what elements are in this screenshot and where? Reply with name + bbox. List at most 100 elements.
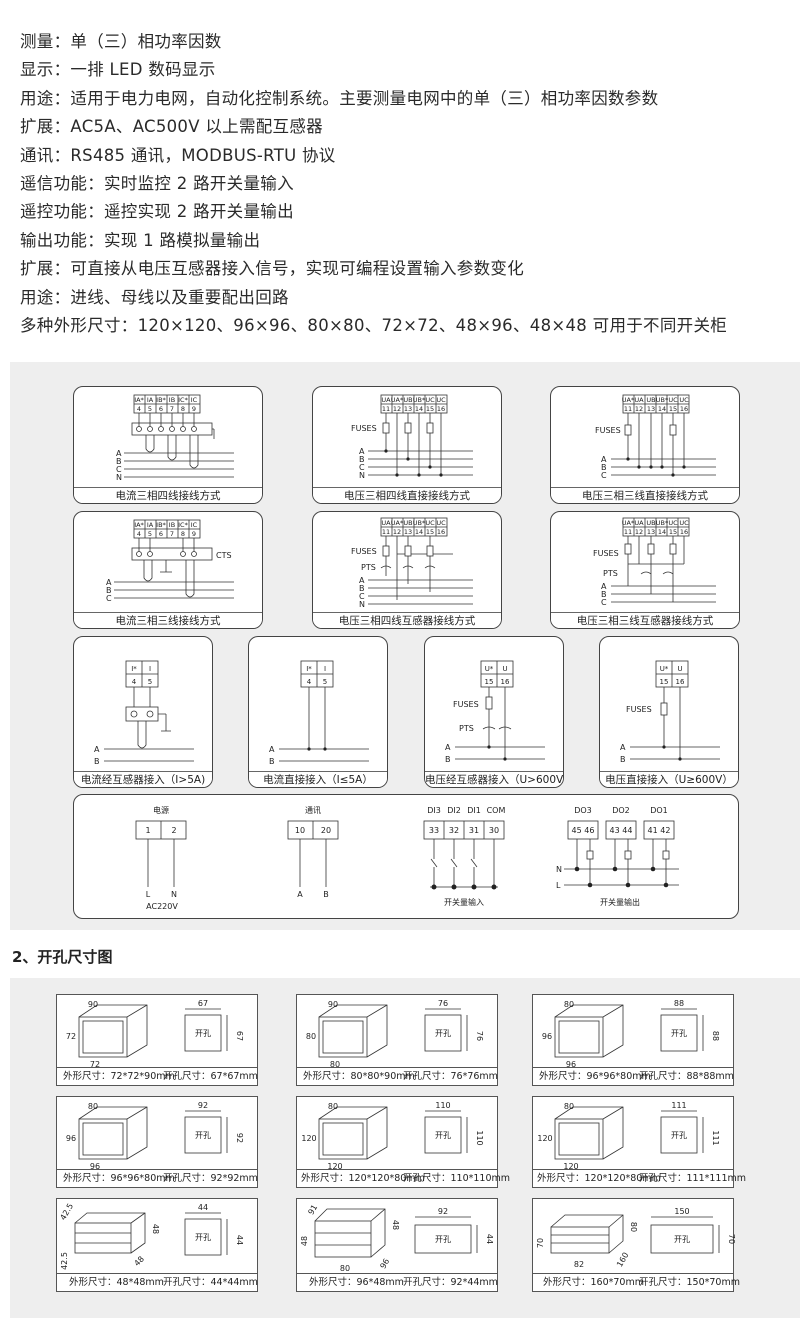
dim-depth-2: 42.5 <box>60 1252 69 1270</box>
term-name: UB <box>646 396 655 404</box>
term-name: UB* <box>656 396 669 404</box>
spec-line: 遥控功能：遥控实现 2 路开关量输出 <box>20 202 294 222</box>
dim-width: 72 <box>90 1060 100 1069</box>
di-caption: 开关量输入 <box>444 897 484 907</box>
phase-label: B <box>269 757 275 766</box>
term-name: UB* <box>413 519 426 527</box>
voltage-3p3w-pt-drawing: UA* UA UB UB* UC UC 11 12 13 14 15 16 FU… <box>593 517 716 607</box>
outer-size: 外形尺寸：96*48mm <box>309 1277 404 1288</box>
hole-width: 111 <box>671 1101 686 1110</box>
phase-label: B <box>620 755 626 764</box>
hole-size: 开孔尺寸：92*92mm <box>163 1173 258 1184</box>
term-num: 4 <box>307 678 312 686</box>
term-num: 4 <box>137 405 141 413</box>
term-name: IA* <box>134 396 144 404</box>
spec-line: 扩展：AC5A、AC500V 以上需配互感器 <box>20 117 323 137</box>
term-name: UC <box>668 519 678 527</box>
hole-height: 44 <box>485 1234 494 1244</box>
phase-label: A <box>359 447 365 456</box>
cts-label: CTS <box>216 551 232 560</box>
hole-label: 开孔 <box>435 1029 451 1038</box>
cutout-drawing: 80 120 120 111 111 开孔 <box>537 1101 720 1171</box>
phase-label: B <box>601 463 607 472</box>
term-num: 16 <box>676 678 685 686</box>
term-num: 7 <box>170 405 174 413</box>
pts-label: PTS <box>459 724 474 733</box>
do-caption: 开关量输出 <box>600 897 640 907</box>
phase-label: C <box>359 463 365 472</box>
wiring-diagrams-panel: IA* IA IB* IB IC* IC 4 5 6 7 8 9 A B C N… <box>10 362 800 930</box>
current-direct-drawing: I* I 4 5 A B <box>269 660 369 766</box>
fuses-label: FUSES <box>351 424 377 433</box>
term-num: 16 <box>680 528 688 536</box>
current-3p3w-drawing: IA* IA IB* IB IC* IC 4 5 6 7 8 9 CTS A B… <box>106 519 234 603</box>
phase-label: C <box>359 592 365 601</box>
voltage-3p4w-pt-drawing: UA UA* UB UB* UC UC 11 12 13 14 15 16 FU… <box>351 517 473 609</box>
di-title: DI2 <box>447 806 461 815</box>
term-name: IB <box>169 396 175 404</box>
spec-line: 用途：适用于电力电网，自动化控制系统。主要测量电网中的单（三）相功率因数参数 <box>20 88 659 108</box>
term-name: UA <box>381 519 391 527</box>
term-num: 13 <box>647 528 655 536</box>
di-term: 31 <box>469 826 479 835</box>
term-name: UA <box>634 519 644 527</box>
hole-size: 开孔尺寸：44*44mm <box>163 1277 258 1288</box>
term-name: IC* <box>178 521 188 529</box>
diagram-caption: 电流直接接入（I≤5A） <box>249 771 387 787</box>
outer-size: 外形尺寸：160*70mm <box>543 1277 644 1288</box>
spec-line: 输出功能：实现 1 路模拟量输出 <box>20 230 261 250</box>
phase-label: C <box>601 598 607 607</box>
hole-label: 开孔 <box>195 1029 211 1038</box>
outer-size: 外形尺寸：48*48mm <box>69 1277 164 1288</box>
dim-width: 120 <box>563 1162 578 1171</box>
term-name: UB <box>646 519 655 527</box>
term-num: 9 <box>192 530 196 538</box>
dim-height: 48 <box>151 1224 160 1234</box>
dim-width: 96 <box>566 1060 576 1069</box>
fuses-label: FUSES <box>626 705 652 714</box>
power-l: L <box>146 890 151 899</box>
spec-line: 通讯：RS485 通讯，MODBUS-RTU 协议 <box>20 145 336 165</box>
hole-size: 开孔尺寸：111*111mm <box>639 1173 747 1184</box>
hole-label: 开孔 <box>671 1029 687 1038</box>
term-name: IC* <box>178 396 188 404</box>
outer-size: 外形尺寸：120*120*80mm <box>537 1173 661 1184</box>
term-name: UB <box>403 519 412 527</box>
hole-width: 67 <box>198 999 208 1008</box>
term-num: 14 <box>658 528 666 536</box>
term-num: 15 <box>426 405 434 413</box>
hole-label: 开孔 <box>195 1131 211 1140</box>
dim-width: 82 <box>574 1260 584 1269</box>
hole-label: 开孔 <box>435 1235 451 1244</box>
power-note: AC220V <box>146 902 178 911</box>
do-l-label: L <box>556 881 561 890</box>
term-num: 16 <box>437 528 445 536</box>
diagram-voltage-3p3w-pt: UA* UA UB UB* UC UC 11 12 13 14 15 16 FU… <box>550 511 740 629</box>
comm-term: 10 <box>295 826 305 835</box>
term-num: 11 <box>382 528 390 536</box>
phase-label: A <box>601 455 607 464</box>
dim-height: 120 <box>301 1134 316 1143</box>
do-title: DO1 <box>650 806 668 815</box>
cutout-drawing: 42.5 42.5 48 48 44 44 开孔 <box>58 1202 244 1270</box>
hole-size: 开孔尺寸：92*44mm <box>403 1277 498 1288</box>
hole-width: 88 <box>674 999 684 1008</box>
dim-height: 96 <box>66 1134 76 1143</box>
diagram-current-direct: I* I 4 5 A B 电流直接接入（I≤5A） <box>248 636 388 788</box>
phase-label: B <box>445 755 451 764</box>
diagram-caption: 电流三相四线接线方式 <box>74 487 262 503</box>
phase-label: A <box>601 582 607 591</box>
do-term: 43 44 <box>610 826 633 835</box>
phase-label: A <box>359 576 365 585</box>
dim-width: 96 <box>90 1162 100 1171</box>
hole-label: 开孔 <box>671 1131 687 1140</box>
term-num: 15 <box>669 405 677 413</box>
phase-label: N <box>359 600 365 609</box>
pts-label: PTS <box>361 563 376 572</box>
hole-height: 76 <box>475 1031 484 1041</box>
hole-width: 110 <box>435 1101 450 1110</box>
